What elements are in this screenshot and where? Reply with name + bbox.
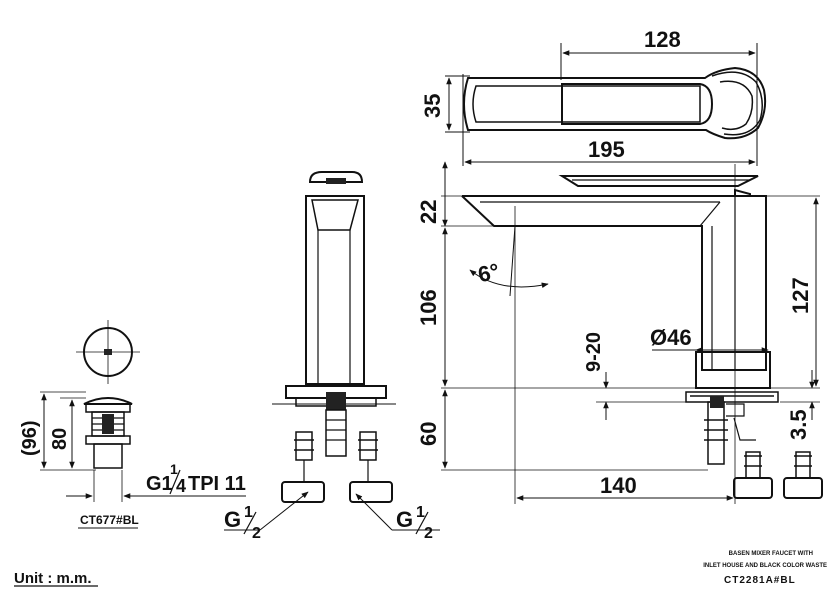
thread-left-num: 1	[244, 504, 253, 521]
dim-3-5: 3.5	[780, 370, 820, 440]
side-hoses	[733, 451, 823, 499]
side-view	[441, 164, 823, 504]
dim-9-20-text: 9-20	[583, 332, 605, 372]
top-view	[445, 43, 767, 166]
dim-80-text: 80	[49, 428, 71, 450]
dim-60: 60	[416, 389, 448, 469]
dim-128: 128	[562, 27, 756, 56]
dim-35-text: 35	[420, 94, 445, 118]
waste-model-text: CT677#BL	[80, 513, 139, 527]
dim-127-text: 127	[788, 277, 813, 314]
dim-22: 22	[416, 161, 448, 227]
waste-view	[40, 320, 140, 502]
title-block: BASEN MIXER FAUCET WITH INLET HOUSE AND …	[703, 551, 827, 586]
unit-label: Unit : m.m.	[14, 570, 98, 587]
dim-195: 195	[464, 137, 756, 165]
dim-128-text: 128	[644, 27, 681, 52]
dim-140: 140	[516, 473, 734, 501]
thread-right-g: G	[396, 507, 413, 532]
dim-96: (96)	[19, 393, 47, 469]
unit-text: Unit : m.m.	[14, 570, 92, 587]
thread-right-num: 1	[416, 504, 425, 521]
thread-label-left: G 1 2	[224, 491, 309, 542]
thread-waste-den: 4	[176, 476, 186, 496]
dim-60-text: 60	[416, 422, 441, 446]
dim-35: 35	[420, 77, 452, 131]
dim-96-text: (96)	[19, 420, 41, 456]
waste-model-label: CT677#BL	[78, 513, 139, 529]
title-line-1: BASEN MIXER FAUCET WITH	[729, 551, 813, 557]
thread-left-g: G	[224, 507, 241, 532]
front-view	[272, 171, 396, 503]
thread-waste-num: 1	[170, 461, 178, 477]
dim-46-text: Ø46	[650, 325, 692, 350]
dim-106-text: 106	[416, 289, 441, 326]
dim-22-text: 22	[416, 200, 441, 224]
dim-106: 106	[416, 227, 448, 387]
dim-3-5-text: 3.5	[786, 409, 811, 440]
thread-waste-suffix: TPI 11	[188, 473, 246, 495]
thread-waste-g: G1	[146, 473, 173, 495]
thread-left-den: 2	[252, 525, 261, 542]
dim-127: 127	[788, 197, 819, 387]
dim-80: 80	[49, 399, 75, 469]
dim-diameter-46: Ø46	[650, 325, 769, 353]
title-line-2: INLET HOUSE AND BLACK COLOR WASTE	[703, 563, 827, 569]
thread-label-waste: G1 1 4 TPI 11	[66, 461, 246, 499]
thread-right-den: 2	[424, 525, 433, 542]
title-model: CT2281A#BL	[724, 575, 796, 586]
dim-6-degrees: 6°	[469, 225, 549, 297]
thread-label-right: G 1 2	[355, 493, 440, 542]
dim-9-20: 9-20	[583, 332, 609, 420]
dim-6deg-text: 6°	[476, 258, 502, 287]
dim-140-text: 140	[600, 473, 637, 498]
dim-195-text: 195	[588, 137, 625, 162]
